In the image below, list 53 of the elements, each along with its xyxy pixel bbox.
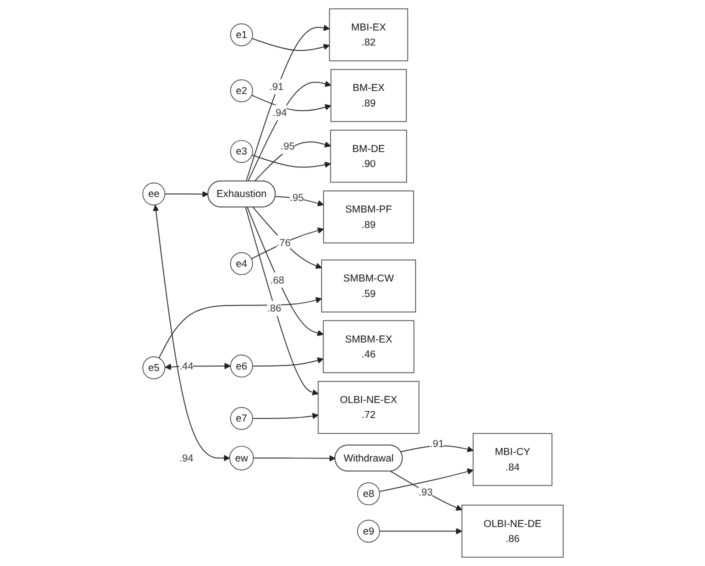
arrow (164, 362, 230, 370)
arrow (390, 470, 462, 511)
arrow (164, 191, 208, 198)
arrow (152, 204, 230, 462)
node-circle: ew (228, 446, 254, 470)
arrow (158, 297, 322, 358)
node-box: SMBM-PF .89 (322, 190, 414, 244)
edge-label: .68 (270, 274, 284, 286)
node-circle: e9 (356, 520, 380, 543)
arrow (245, 24, 330, 182)
node-box: SMBM-CW .59 (320, 260, 416, 312)
node-circle: e4 (230, 252, 252, 276)
node-box: SMBM-EX .46 (322, 320, 414, 374)
arrow (252, 206, 322, 269)
edge-label: .76 (276, 236, 290, 248)
edge-label: .95 (280, 140, 294, 152)
node-circle: e2 (230, 79, 252, 102)
arrow (254, 141, 330, 182)
edge-label: .91 (268, 80, 284, 92)
node-circle: e3 (230, 140, 252, 163)
arrow (247, 80, 331, 182)
edge-label: .91 (429, 438, 444, 450)
arrow (251, 38, 330, 51)
edge-label: .86 (266, 302, 281, 314)
arrow (252, 455, 336, 462)
node-box: BM-EX .89 (330, 69, 406, 122)
node-box: MBI-EX .82 (328, 8, 408, 62)
node-circle: e5 (142, 356, 165, 380)
arrow (378, 468, 473, 492)
node-box: OLBI-NE-EX .72 (317, 381, 419, 434)
arrow (244, 206, 318, 396)
arrow (252, 357, 324, 366)
node-circle: e1 (230, 23, 252, 46)
arrow (246, 206, 324, 336)
arrow (251, 154, 330, 168)
arrow (250, 227, 324, 260)
edge-label: .94 (178, 452, 193, 464)
edge-label: .94 (272, 106, 286, 118)
node-circle: e7 (230, 407, 252, 430)
arrow (378, 528, 462, 534)
arrow (250, 94, 331, 112)
arrow (400, 445, 473, 452)
node-box: OLBI-NE-DE .86 (461, 504, 564, 558)
node-circle: ee (142, 182, 165, 206)
edge-label: .44 (178, 360, 193, 372)
arrow (274, 196, 324, 206)
node-box: BM-DE .90 (330, 130, 406, 183)
edge-label: .95 (289, 191, 304, 204)
arrow (252, 412, 318, 420)
edge-label: .93 (418, 486, 432, 498)
node-box: MBI-CY .84 (472, 433, 552, 486)
node-circle: e8 (356, 482, 380, 506)
node-circle: e6 (230, 354, 252, 378)
